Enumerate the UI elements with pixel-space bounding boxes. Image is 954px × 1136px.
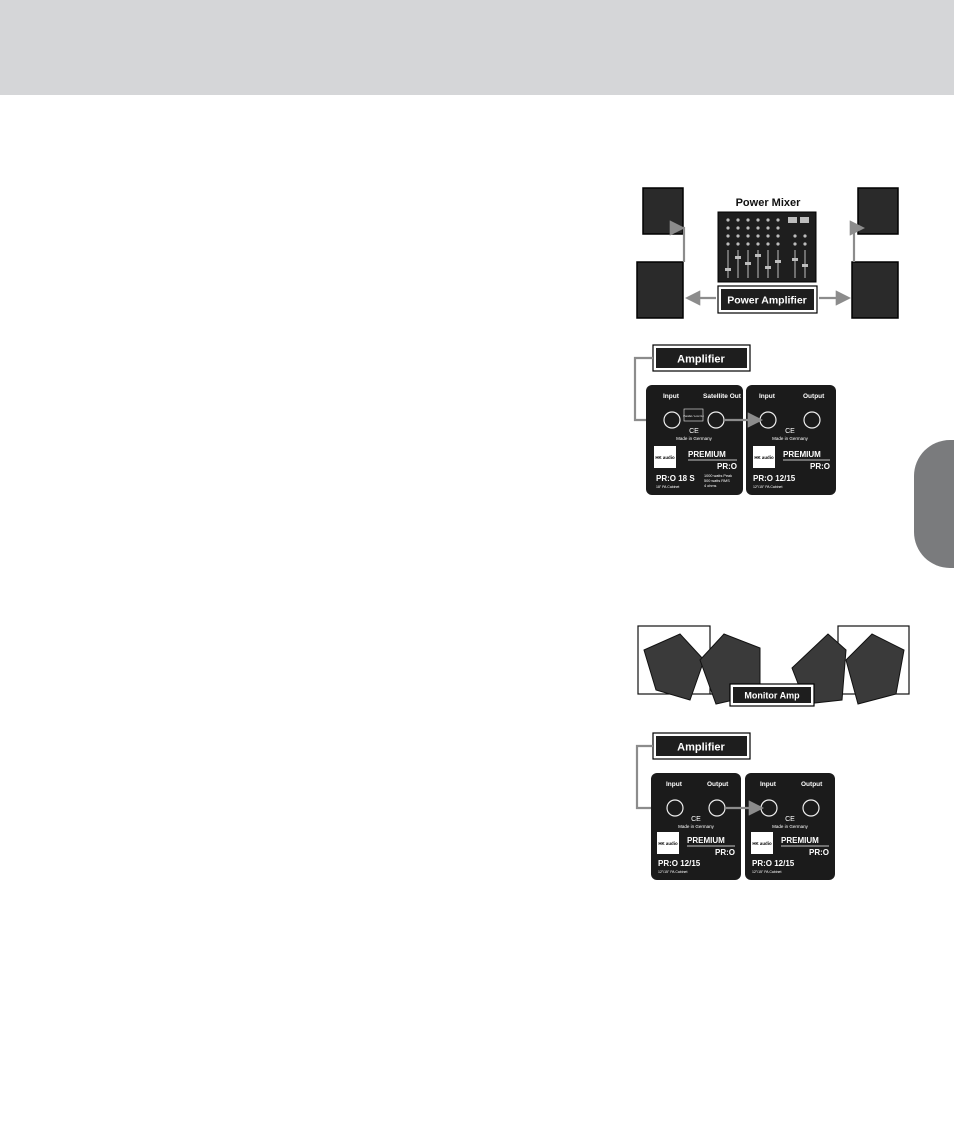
right-subwoofer bbox=[851, 261, 899, 319]
made-in: Made in Germany bbox=[772, 824, 809, 829]
made-in: Made in Germany bbox=[772, 436, 809, 441]
input-label: Input bbox=[663, 393, 680, 400]
hk-logo bbox=[751, 832, 773, 854]
model-sub: 12"/15" PA Cabinet bbox=[752, 870, 781, 874]
hk-logo-text: HK audio bbox=[752, 841, 772, 846]
brand-series: PR:O bbox=[809, 848, 829, 857]
mixer-fader-caps bbox=[725, 254, 808, 271]
power-mixer bbox=[717, 211, 817, 283]
output-label: Output bbox=[801, 781, 823, 788]
hk-logo bbox=[753, 446, 775, 468]
brand-premium: PREMIUM bbox=[687, 836, 725, 845]
hk-logo-text: HK audio bbox=[655, 455, 675, 460]
right-top-speaker bbox=[857, 187, 899, 235]
cable-4-in bbox=[635, 744, 660, 810]
spec-line-3: 4 ohms bbox=[704, 484, 717, 488]
output-label: Output bbox=[803, 393, 825, 400]
parallel-box bbox=[683, 408, 704, 422]
spec-line-2: 500 watts RMS bbox=[704, 479, 730, 483]
hk-logo bbox=[657, 832, 679, 854]
input-label: Input bbox=[666, 781, 683, 788]
monitor-amp bbox=[733, 687, 811, 703]
output-jack bbox=[802, 799, 820, 817]
signal-arrows bbox=[669, 220, 866, 306]
monitor-amp-label: Monitor Amp bbox=[744, 691, 800, 701]
model-sub: 12"/15" PA Cabinet bbox=[658, 870, 687, 874]
output-label: Output bbox=[707, 781, 729, 788]
brand-series: PR:O bbox=[717, 462, 737, 471]
model-name: PR:O 18 S bbox=[656, 474, 695, 483]
input-label: Input bbox=[760, 781, 777, 788]
brand-premium: PREMIUM bbox=[781, 836, 819, 845]
mixer-title: Power Mixer bbox=[736, 197, 802, 209]
diagram-power-mixer: Power Mixer Power Amplifier bbox=[636, 187, 899, 319]
monitor-wedge-1 bbox=[643, 633, 705, 701]
amplifier-4 bbox=[656, 736, 747, 756]
power-amplifier bbox=[721, 289, 814, 310]
input-label: Input bbox=[759, 393, 776, 400]
output-label: Satellite Out bbox=[703, 393, 742, 400]
left-subwoofer bbox=[636, 261, 684, 319]
hk-logo-text: HK audio bbox=[658, 841, 678, 846]
input-jack bbox=[666, 799, 684, 817]
spec-line-1: 1000 watts Peak bbox=[704, 474, 732, 478]
brand-premium: PREMIUM bbox=[783, 450, 821, 459]
parallel-text: Parallel / Low Out bbox=[683, 414, 704, 418]
hk-logo-text: HK audio bbox=[754, 455, 774, 460]
brand-series: PR:O bbox=[715, 848, 735, 857]
model-name: PR:O 12/15 bbox=[658, 859, 701, 868]
header-band bbox=[0, 0, 954, 95]
mixer-knobs bbox=[726, 217, 809, 246]
output-jack bbox=[803, 411, 821, 429]
hk-logo bbox=[654, 446, 676, 468]
model-name: PR:O 12/15 bbox=[752, 859, 795, 868]
model-sub: 12"/15" PA Cabinet bbox=[753, 485, 782, 489]
power-amp-label: Power Amplifier bbox=[727, 295, 807, 307]
brand-series: PR:O bbox=[810, 462, 830, 471]
diagram-sub-satellite: Amplifier Input Satellite Out Parallel /… bbox=[633, 344, 836, 495]
monitor-wedge-4 bbox=[845, 633, 905, 705]
model-name: PR:O 12/15 bbox=[753, 474, 796, 483]
brand-premium: PREMIUM bbox=[688, 450, 726, 459]
ce-mark: CE bbox=[689, 428, 699, 435]
amp-label-4: Amplifier bbox=[677, 742, 725, 754]
diagram-daisy-chain: Amplifier Input Output CE Made in German… bbox=[635, 732, 835, 880]
ce-mark: CE bbox=[691, 816, 701, 823]
made-in: Made in Germany bbox=[678, 824, 715, 829]
input-jack bbox=[663, 411, 681, 429]
made-in: Made in Germany bbox=[676, 436, 713, 441]
chapter-tab bbox=[914, 440, 954, 568]
amp-label-2: Amplifier bbox=[677, 354, 725, 366]
amplifier-2 bbox=[656, 348, 747, 368]
ce-mark: CE bbox=[785, 816, 795, 823]
diagram-monitors: Monitor Amp bbox=[637, 625, 910, 707]
model-sub: 18" PA Cabinet bbox=[656, 485, 679, 489]
ce-mark: CE bbox=[785, 428, 795, 435]
mixer-faders bbox=[727, 250, 806, 278]
